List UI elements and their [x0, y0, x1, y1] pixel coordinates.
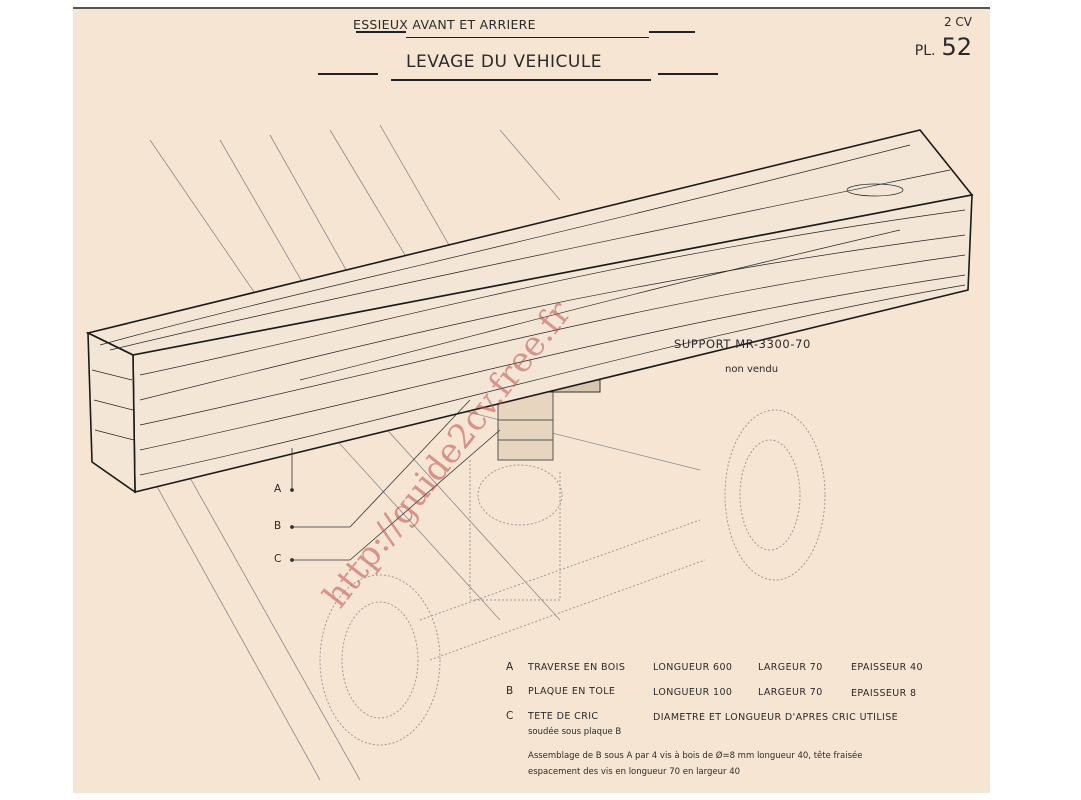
- rule: [406, 37, 649, 38]
- callout-leaders: [290, 399, 501, 562]
- part-width: LARGEUR 70: [758, 662, 823, 673]
- part-thickness: EPAISSEUR 8: [851, 688, 917, 699]
- support-note: non vendu: [725, 364, 779, 375]
- part-name: PLAQUE EN TOLE: [528, 686, 616, 697]
- part-length: LONGUEUR 600: [653, 662, 733, 673]
- callout-c: C: [274, 553, 282, 565]
- support-name: SUPPORT MR-3300-70: [674, 337, 811, 351]
- wooden-beam: [85, 129, 974, 494]
- part-note: soudée sous plaque B: [528, 727, 622, 737]
- part-thickness: EPAISSEUR 40: [851, 662, 923, 673]
- assembly-note-1: Assemblage de B sous A par 4 vis à bois …: [528, 751, 863, 761]
- model-label: 2 CV: [943, 15, 972, 29]
- part-dimensions: DIAMETRE ET LONGUEUR D'APRES CRIC UTILIS…: [653, 712, 899, 723]
- assembly-note-2: espacement des vis en longueur 70 en lar…: [528, 767, 741, 777]
- part-name: TETE DE CRIC: [528, 711, 599, 722]
- part-length: LONGUEUR 100: [653, 687, 733, 698]
- part-letter: A: [506, 661, 514, 673]
- page-title: LEVAGE DU VEHICULE: [406, 52, 603, 72]
- rule: [318, 73, 378, 75]
- plate-prefix: PL.: [914, 43, 936, 59]
- plate-value: 52: [941, 33, 972, 61]
- plate-number: PL. 52: [915, 33, 972, 61]
- wood-grain: [91, 144, 966, 476]
- part-letter: B: [506, 685, 514, 697]
- part-letter: C: [506, 710, 514, 722]
- part-width: LARGEUR 70: [758, 687, 823, 698]
- rule: [649, 31, 695, 33]
- rule: [356, 31, 406, 33]
- callout-a: A: [274, 483, 282, 495]
- callout-b: B: [274, 520, 282, 532]
- part-name: TRAVERSE EN BOIS: [528, 662, 626, 673]
- section-title: ESSIEUX AVANT ET ARRIERE: [353, 17, 536, 32]
- rule: [391, 79, 651, 81]
- wheels: [319, 409, 826, 746]
- rule: [658, 73, 718, 75]
